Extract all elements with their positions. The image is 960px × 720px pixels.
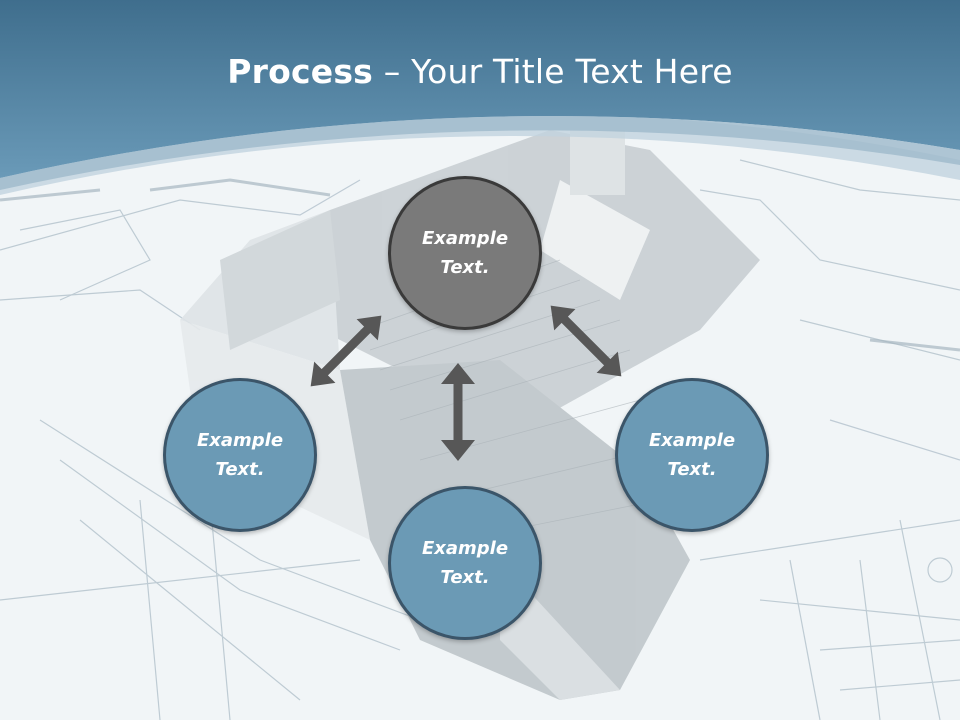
slide-title: Process – Your Title Text Here [0, 52, 960, 91]
process-step-left[interactable]: Example Text. [163, 378, 317, 532]
process-step-left-label: Example Text. [196, 430, 284, 480]
process-step-right-label: Example Text. [648, 430, 736, 480]
title-bold: Process [227, 52, 374, 91]
process-step-top-label: Example Text. [421, 228, 509, 278]
process-step-bottom-label: Example Text. [421, 538, 509, 588]
title-rest: – Your Title Text Here [373, 52, 733, 91]
process-step-top[interactable]: Example Text. [388, 176, 542, 330]
process-step-right[interactable]: Example Text. [615, 378, 769, 532]
process-step-bottom[interactable]: Example Text. [388, 486, 542, 640]
